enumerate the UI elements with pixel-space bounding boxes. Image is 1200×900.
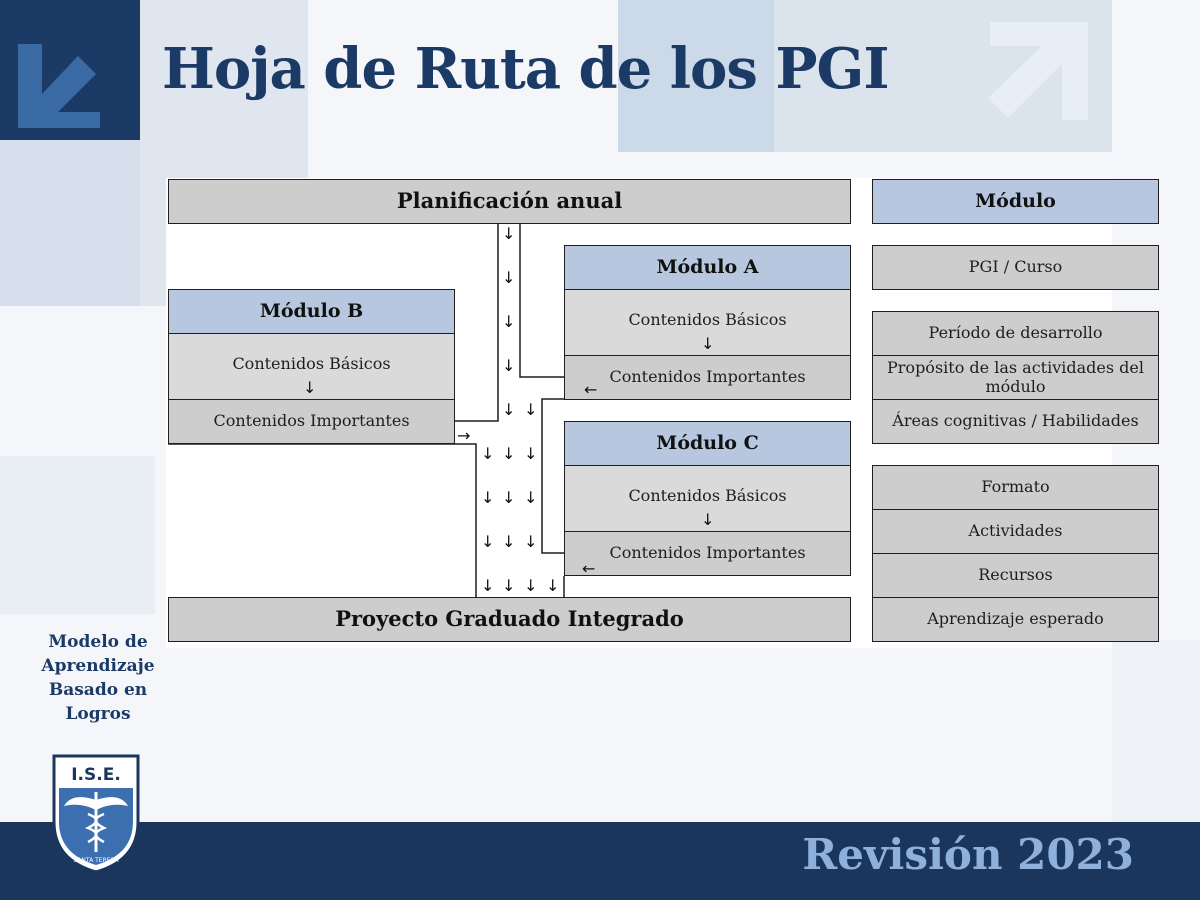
legend-item: Aprendizaje esperado bbox=[872, 597, 1159, 642]
down-arrow-icon: ↓ bbox=[502, 356, 516, 375]
modulo-a-header: Módulo A bbox=[564, 245, 851, 290]
down-arrow-icon: ↓ bbox=[481, 532, 495, 551]
down-arrow-icon: ↓ bbox=[502, 532, 516, 551]
down-arrow-icon: ↓ bbox=[502, 312, 516, 331]
legend-item: Propósito de las actividades del módulo bbox=[872, 355, 1159, 400]
down-arrow-icon: ↓ bbox=[502, 268, 516, 287]
down-arrow-icon: ↓ bbox=[481, 576, 495, 595]
down-arrow-icon: ↓ bbox=[701, 334, 715, 353]
modulo-a-important: Contenidos Importantes bbox=[564, 355, 851, 400]
arrow-up-right-icon bbox=[988, 22, 1088, 120]
right-arrow-icon: → bbox=[457, 426, 471, 445]
logo-text: I.S.E. bbox=[71, 765, 121, 785]
page-title: Hoja de Ruta de los PGI bbox=[162, 36, 890, 102]
modulo-b-important: Contenidos Importantes bbox=[168, 399, 455, 444]
modulo-a-basic-label: Contenidos Básicos bbox=[628, 310, 787, 329]
down-arrow-icon: ↓ bbox=[303, 378, 317, 397]
modulo-b-basic-label: Contenidos Básicos bbox=[232, 354, 391, 373]
corner-arrow-tile-right bbox=[980, 18, 1090, 128]
down-arrow-icon: ↓ bbox=[481, 488, 495, 507]
down-arrow-icon: ↓ bbox=[524, 444, 538, 463]
left-arrow-icon: ← bbox=[584, 380, 598, 399]
legend-item: Formato bbox=[872, 465, 1159, 510]
down-arrow-icon: ↓ bbox=[546, 576, 560, 595]
modulo-b-basic: Contenidos Básicos bbox=[168, 333, 455, 400]
modulo-c-basic-label: Contenidos Básicos bbox=[628, 486, 787, 505]
bg-block-left bbox=[0, 140, 140, 306]
modulo-a-basic: Contenidos Básicos bbox=[564, 289, 851, 356]
modulo-b-header: Módulo B bbox=[168, 289, 455, 334]
down-arrow-icon: ↓ bbox=[524, 576, 538, 595]
caduceus-shield-logo: I.S.E. SANTA TERESA bbox=[50, 752, 142, 876]
legend-item: Áreas cognitivas / Habilidades bbox=[872, 399, 1159, 444]
bg-block-right-top bbox=[618, 0, 774, 152]
down-arrow-icon: ↓ bbox=[502, 444, 516, 463]
revision-label: Revisión 2023 bbox=[802, 830, 1134, 879]
down-arrow-icon: ↓ bbox=[481, 444, 495, 463]
footer-bar bbox=[0, 822, 1200, 900]
left-arrow-icon: ← bbox=[582, 559, 596, 578]
down-arrow-icon: ↓ bbox=[701, 510, 715, 529]
legend-header: Módulo bbox=[872, 179, 1159, 224]
arrow-down-left-icon bbox=[18, 44, 100, 128]
down-arrow-icon: ↓ bbox=[524, 488, 538, 507]
down-arrow-icon: ↓ bbox=[524, 532, 538, 551]
bg-block-right-low bbox=[1112, 640, 1200, 822]
legend-item: Actividades bbox=[872, 509, 1159, 554]
bg-block-left-mid bbox=[0, 306, 155, 456]
bg-block-left-low bbox=[0, 456, 155, 614]
down-arrow-icon: ↓ bbox=[502, 400, 516, 419]
down-arrow-icon: ↓ bbox=[502, 488, 516, 507]
modulo-c-basic: Contenidos Básicos bbox=[564, 465, 851, 532]
planificacion-anual-bar: Planificación anual bbox=[168, 179, 851, 224]
down-arrow-icon: ↓ bbox=[502, 224, 516, 243]
legend-item: Recursos bbox=[872, 553, 1159, 598]
proyecto-graduado-bar: Proyecto Graduado Integrado bbox=[168, 597, 851, 642]
down-arrow-icon: ↓ bbox=[524, 400, 538, 419]
modulo-c-header: Módulo C bbox=[564, 421, 851, 466]
legend-item: PGI / Curso bbox=[872, 245, 1159, 290]
corner-arrow-tile-left bbox=[0, 0, 140, 140]
logo-subtext: SANTA TERESA bbox=[73, 857, 119, 864]
modulo-c-important: Contenidos Importantes bbox=[564, 531, 851, 576]
legend-item: Período de desarrollo bbox=[872, 311, 1159, 356]
model-caption: Modelo de Aprendizaje Basado en Logros bbox=[41, 632, 155, 724]
down-arrow-icon: ↓ bbox=[502, 576, 516, 595]
